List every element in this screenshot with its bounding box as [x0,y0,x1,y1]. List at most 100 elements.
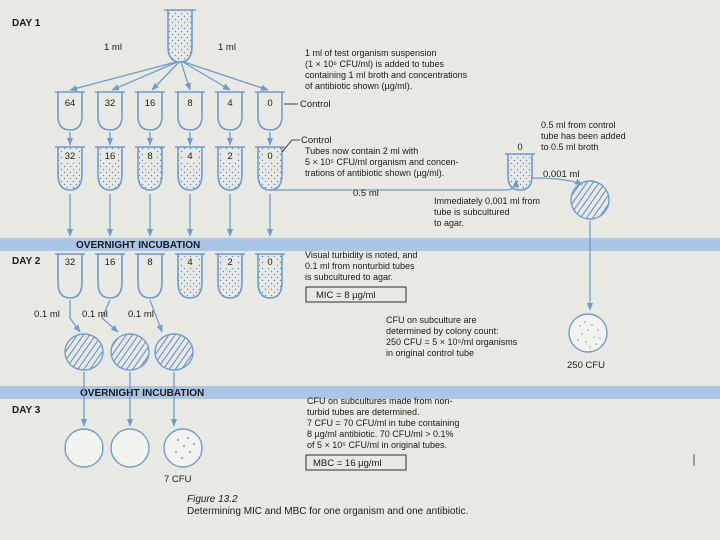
note-line: trations of antibiotic shown (µg/ml). [305,168,444,178]
note-1: 1 ml of test organism suspension (1 × 10… [305,48,468,91]
note-line: containing 1 ml broth and concentrations [305,70,468,80]
row2-concentration: 4 [187,151,192,162]
note-line: CFU on subcultures made from non- [307,396,453,406]
note-line: 250 CFU = 5 × 10⁵/ml organisms [386,337,518,347]
row1-concentration: 4 [227,98,232,109]
control-transfer-arrow [269,179,520,191]
note-line: 0.5 ml from control [541,120,616,130]
incubation-band-1 [0,238,720,251]
incubation-band-2 [0,386,720,399]
agar-plate [64,333,104,371]
mic-box [305,286,407,303]
note-line: of 5 × 10⁵ CFU/ml in original tubes. [307,440,447,450]
note-4: Immediately 0.001 ml from tube is subcul… [434,196,540,228]
row2-control-label: Control [301,135,332,146]
note-line: 5 × 10⁵ CFU/ml organism and concen- [305,157,459,167]
row2-concentration: 32 [65,151,76,162]
note-line: Visual turbidity is noted, and [305,250,417,260]
agar-plate [110,333,150,371]
day2-concentration: 8 [147,257,152,268]
mbc-value: MBC = 16 µg/ml [313,458,382,469]
note-line: determined by colony count: [386,326,499,336]
row2-concentration: 2 [227,151,232,162]
note-line: tube is subcultured [434,207,510,217]
figure-number: Figure 13.2 [187,494,238,505]
note-line: Immediately 0.001 ml from [434,196,540,206]
row1-tube [55,91,85,131]
mbc-box [305,454,407,471]
figure-caption: Determining MIC and MBC for one organism… [187,506,468,517]
note-line: of antibiotic shown (µg/ml). [305,81,412,91]
row2-concentrations: 32 16 8 4 2 0 [62,150,277,162]
note-3: 0.5 ml from control tube has been added … [541,120,626,152]
row1-concentration: 32 [105,98,116,109]
row2-concentration: 8 [147,151,152,162]
subculture-arrows [69,299,163,333]
result-plate [64,428,104,468]
row1-concentration: 0 [267,98,272,109]
transfer-ml-label: 0.5 ml [353,188,379,199]
day2-concentrations: 32 16 8 4 2 0 [65,257,277,268]
control-tube-label: 0 [517,142,522,153]
subculture-label: 0.1 ml [128,309,154,320]
row1-to-row2-arrows [66,132,274,146]
subculture-label: 0.1 ml [82,309,108,320]
result-plate [110,428,150,468]
row1-concentration: 64 [65,98,76,109]
distribution-arrows [69,61,269,92]
row2-concentration: 16 [105,151,116,162]
incubation-label-1: OVERNIGHT INCUBATION [76,240,200,251]
row1-tube [215,91,245,131]
day2-concentration: 0 [267,257,272,268]
day3-plates [64,428,203,468]
day2-to-day3-arrows [80,372,178,427]
note-line: to agar. [434,218,464,228]
note-line: 7 CFU = 70 CFU/ml in tube containing [307,418,459,428]
control-result-label: 250 CFU [567,360,605,371]
day2-label: DAY 2 [12,256,41,267]
day3-label: DAY 3 [12,405,41,416]
note-line: tube has been added [541,131,626,141]
day3-colonies [175,437,195,459]
note-line: in original control tube [386,348,474,358]
note-line: (1 × 10⁶ CFU/ml) is added to tubes [305,59,445,69]
row1-tube [135,91,165,131]
colony-dots [577,321,601,348]
note-6: CFU on subculture are determined by colo… [386,315,518,358]
note-5: Visual turbidity is noted, and 0.1 ml fr… [305,250,417,282]
row1-tube [175,91,205,131]
source-tube [164,9,196,63]
row2-tubes [55,146,285,191]
note-line: 1 ml of test organism suspension [305,48,437,58]
row1-concentration: 8 [187,98,192,109]
colony-count-plate [568,313,608,353]
note-line: turbid tubes are determined. [307,407,420,417]
day3-result-label: 7 CFU [164,474,192,485]
note-line: CFU on subculture are [386,315,477,325]
mic-value: MIC = 8 µg/ml [316,290,376,301]
control-subculture-tube [505,153,535,191]
note-line: 0.1 ml from nonturbid tubes [305,261,415,271]
day2-tube [95,253,125,299]
row1-tubes [55,91,285,131]
day2-tube [135,253,165,299]
note-2: Tubes now contain 2 ml with 5 × 10⁵ CFU/… [305,146,459,178]
day2-concentration: 32 [65,257,76,268]
control-agar-plate [570,180,610,220]
note-line: to 0.5 ml broth [541,142,599,152]
day2-concentration: 4 [187,257,192,268]
day2-tube [55,253,85,299]
day2-agar-plates [64,333,194,371]
note-7: CFU on subcultures made from non- turbid… [307,396,459,450]
row2-to-day2-arrows [66,194,274,237]
agar-plate [154,333,194,371]
day1-label: DAY 1 [12,18,41,29]
row2-concentration: 0 [267,151,272,162]
row2-control-pointer [281,139,300,153]
subculture-label: 0.1 ml [34,309,60,320]
day2-tubes [55,253,285,299]
top-left-ml-label: 1 ml [104,42,122,53]
subculture-ml-label: 0.001 ml [543,169,579,180]
